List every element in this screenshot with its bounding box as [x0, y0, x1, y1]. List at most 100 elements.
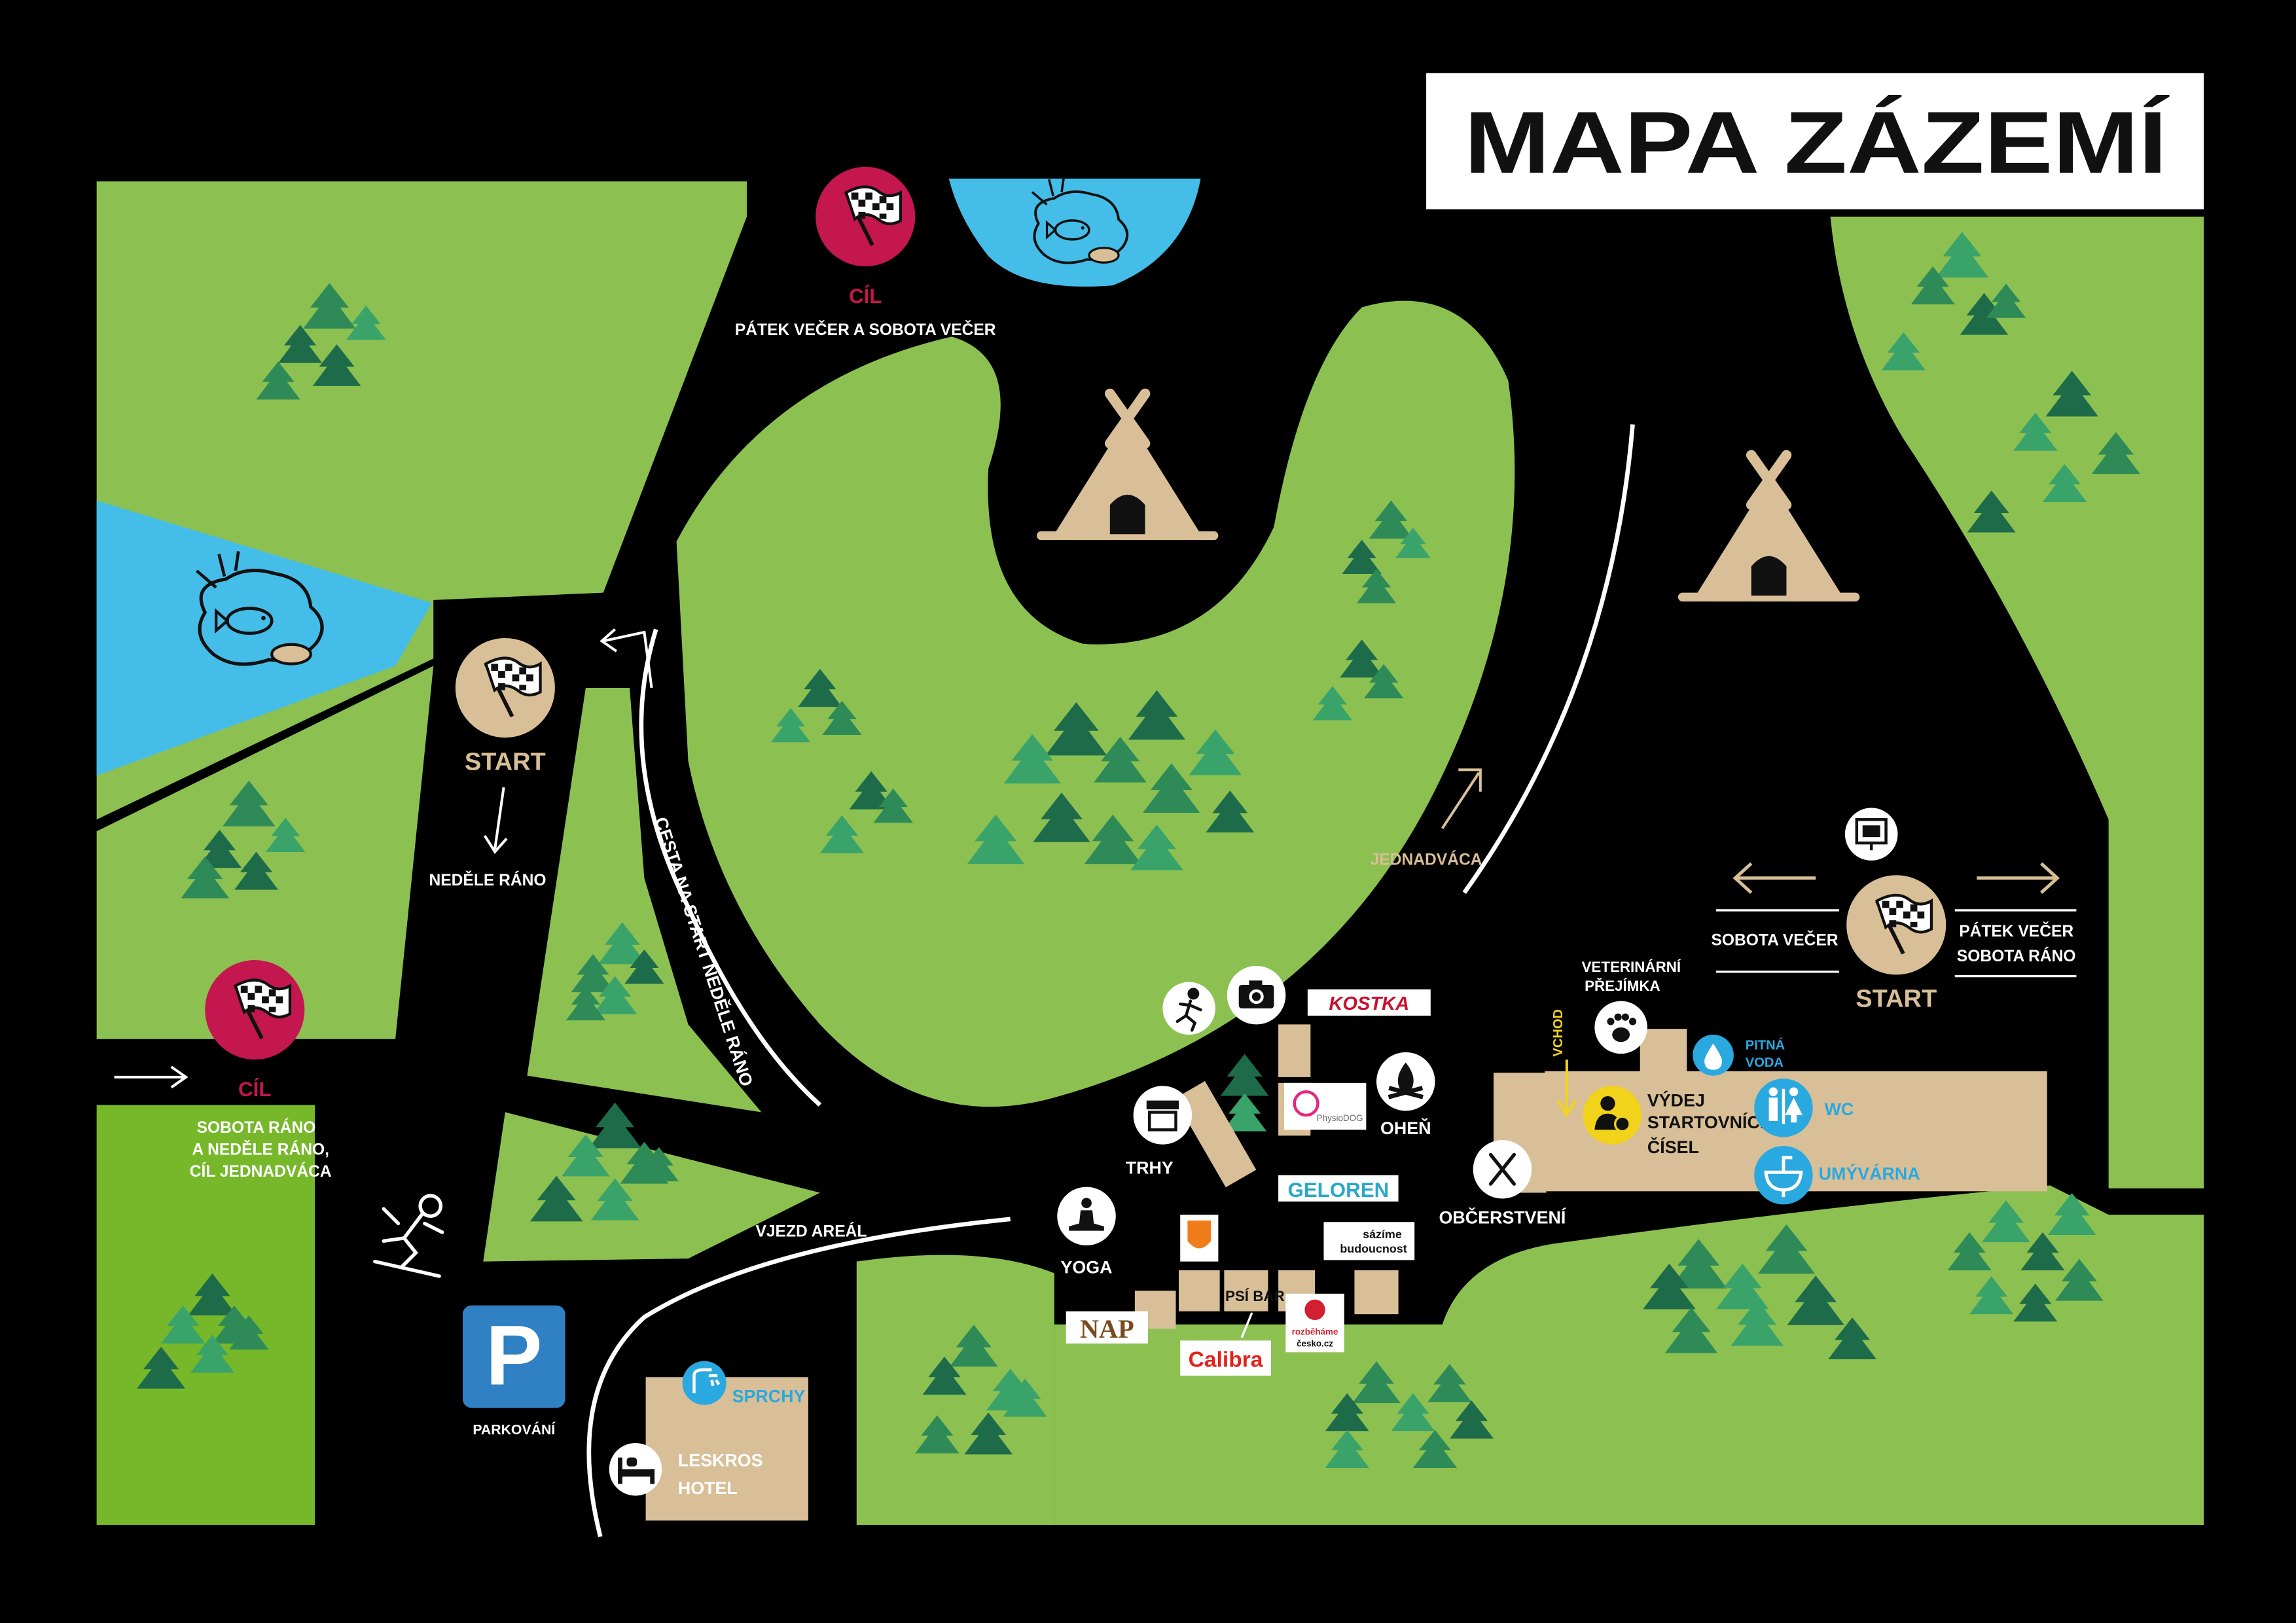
person-check-icon: [1594, 1096, 1631, 1133]
market-icon: [1146, 1100, 1179, 1132]
finish-left-label: CÍL: [238, 1078, 271, 1101]
jednadvaca-label: JEDNADVÁCA: [1371, 851, 1482, 869]
grass-right-strip: [1830, 216, 2204, 1188]
toilet-icon: [1768, 1087, 1803, 1124]
tree-icon: [588, 1102, 641, 1149]
parking-label: PARKOVÁNÍ: [473, 1421, 556, 1438]
arrow-left-icon: [1732, 862, 1816, 894]
sponsor-rozbehame-text-2: česko.cz: [1297, 1338, 1333, 1348]
patek-vecer-label: PÁTEK VEČER: [1959, 922, 2073, 940]
vjezd-label: VJEZD AREÁL: [755, 1222, 867, 1241]
arrow-down-icon: [483, 787, 508, 854]
grass-center-blob: [676, 300, 1515, 1107]
umyvarna-label: UMÝVÁRNA: [1819, 1163, 1920, 1183]
building-vet: [1640, 1029, 1687, 1073]
bed-icon: [618, 1457, 655, 1484]
teepee-icon: [1037, 394, 1218, 541]
psi-bar-label: PSÍ BAR: [1225, 1288, 1285, 1304]
road-line-jednadvaca: [1462, 424, 1635, 895]
finish-marker-top[interactable]: [816, 166, 916, 266]
sponsor-sazime-text-1: sázíme: [1363, 1228, 1402, 1241]
parking-icon: P: [486, 1309, 543, 1403]
finish-left-sub-1: SOBOTA RÁNO: [197, 1118, 316, 1137]
arrow-right-icon: [114, 1065, 188, 1089]
page-title: MAPA ZÁZEMÍ: [1464, 94, 2170, 192]
physiodog-logo: [1293, 1090, 1319, 1117]
grass-left-mid: [96, 666, 434, 1039]
ohen-label: OHEŇ: [1380, 1118, 1431, 1138]
market-marker[interactable]: [1133, 1086, 1193, 1145]
building-kiosk-3: [1178, 1270, 1220, 1311]
building-kiosk-5: [1224, 1270, 1268, 1311]
finish-left-sub-3: CÍL JEDNADVÁCA: [190, 1162, 332, 1181]
runner-icon: [1175, 988, 1202, 1032]
building-kiosk-6: [1354, 1270, 1399, 1315]
hotel-label-2: HOTEL: [678, 1478, 738, 1498]
vchod-label: VCHOD: [1551, 1009, 1566, 1057]
wc-label: WC: [1825, 1099, 1854, 1119]
road-line-vjezd: [586, 1217, 1011, 1537]
tree-icon: [1220, 1054, 1269, 1096]
obcerstveni-label: OBČERSTVENÍ: [1439, 1207, 1566, 1228]
sprchy-label: SPRCHY: [732, 1386, 806, 1406]
arrow-left-icon: [600, 628, 653, 688]
arrow-right-icon: [1977, 862, 2060, 894]
sobota-vecer-label: SOBOTA VEČER: [1711, 931, 1838, 950]
vydej-label-3: ČÍSEL: [1647, 1137, 1699, 1157]
sponsor-sazime-text-2: budoucnost: [1340, 1242, 1407, 1255]
yoga-icon: [1069, 1198, 1104, 1231]
building-kiosk-1: [1278, 1024, 1311, 1077]
trhy-label: TRHY: [1126, 1158, 1174, 1177]
title-box: [1426, 73, 2204, 209]
pitna-label-2: VODA: [1746, 1056, 1784, 1070]
vet-label-1: VETERINÁRNÍ: [1581, 959, 1681, 975]
start-right-label: START: [1856, 986, 1937, 1013]
umyvarna-marker[interactable]: [1754, 1145, 1813, 1205]
sink-icon: [1764, 1156, 1803, 1198]
sponsor-nap-text: NAP: [1080, 1314, 1134, 1344]
building-hotel: [645, 1377, 808, 1521]
pond-top: [948, 178, 1201, 287]
parking-marker[interactable]: [462, 1305, 565, 1408]
vydej-label-2: STARTOVNÍCH: [1647, 1112, 1772, 1132]
sponsor-kostka-text: KOSTKA: [1329, 993, 1409, 1014]
skier-icon: [373, 1194, 444, 1278]
teepee-icon: [1678, 455, 1859, 601]
finish-top-sub: PÁTEK VEČER A SOBOTA VEČER: [735, 321, 996, 339]
sponsor-calibra-text: Calibra: [1189, 1348, 1263, 1372]
vydej-label-1: VÝDEJ: [1647, 1090, 1705, 1111]
arrow-up-right-icon: [1441, 768, 1482, 829]
screen-icon: [1855, 818, 1888, 851]
sponsor-nap[interactable]: [1066, 1311, 1148, 1344]
sponsor-sazime[interactable]: [1323, 1222, 1415, 1260]
sponsor-calibra[interactable]: [1180, 1340, 1271, 1376]
hotel-label-1: LESKROS: [678, 1451, 763, 1471]
sponsor-geloren-text: GELOREN: [1287, 1179, 1389, 1202]
road-line-start: [639, 628, 822, 1107]
finish-top-label: CÍL: [849, 285, 882, 308]
sponsor-geloren[interactable]: [1278, 1175, 1399, 1202]
water-drop-icon: [1704, 1043, 1722, 1070]
campfire-icon: [1388, 1062, 1424, 1099]
shield-icon: [1187, 1221, 1211, 1249]
shower-marker[interactable]: [682, 1361, 726, 1405]
shower-icon: [692, 1368, 721, 1393]
paw-icon: [1607, 1013, 1637, 1043]
sponsor-kostka[interactable]: [1307, 989, 1431, 1016]
pond-left: [96, 500, 432, 776]
building-trhy: [1174, 1080, 1257, 1188]
finish-left-sub-2: A NEDĚLE RÁNO,: [192, 1140, 329, 1158]
pitna-label-1: PITNÁ: [1746, 1037, 1785, 1052]
sponsor-physiodog-text: PhysioDOG: [1317, 1113, 1363, 1123]
pointer-line: [1240, 1312, 1253, 1338]
yoga-label: YOGA: [1061, 1258, 1113, 1277]
sponsor-physiodog[interactable]: [1284, 1082, 1367, 1130]
grass-lower-mid: [483, 1112, 820, 1262]
cutlery-icon: [1488, 1152, 1516, 1186]
rozbehame-logo: [1304, 1299, 1325, 1321]
arrow-down-icon: [1556, 1060, 1577, 1118]
sponsor-rozbehame-text-1: rozběháme: [1292, 1327, 1338, 1336]
start-left-label: START: [465, 748, 546, 776]
start-left-sub: NEDĚLE RÁNO: [429, 871, 546, 889]
